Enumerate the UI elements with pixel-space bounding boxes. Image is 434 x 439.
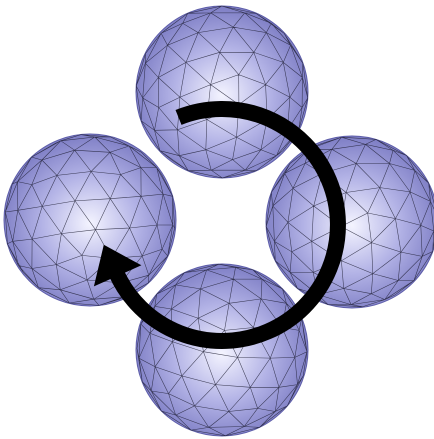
sphere-bottom: [136, 264, 308, 436]
sphere-top: [136, 6, 308, 178]
sphere-right: [266, 136, 434, 308]
sphere-left: [4, 134, 176, 306]
